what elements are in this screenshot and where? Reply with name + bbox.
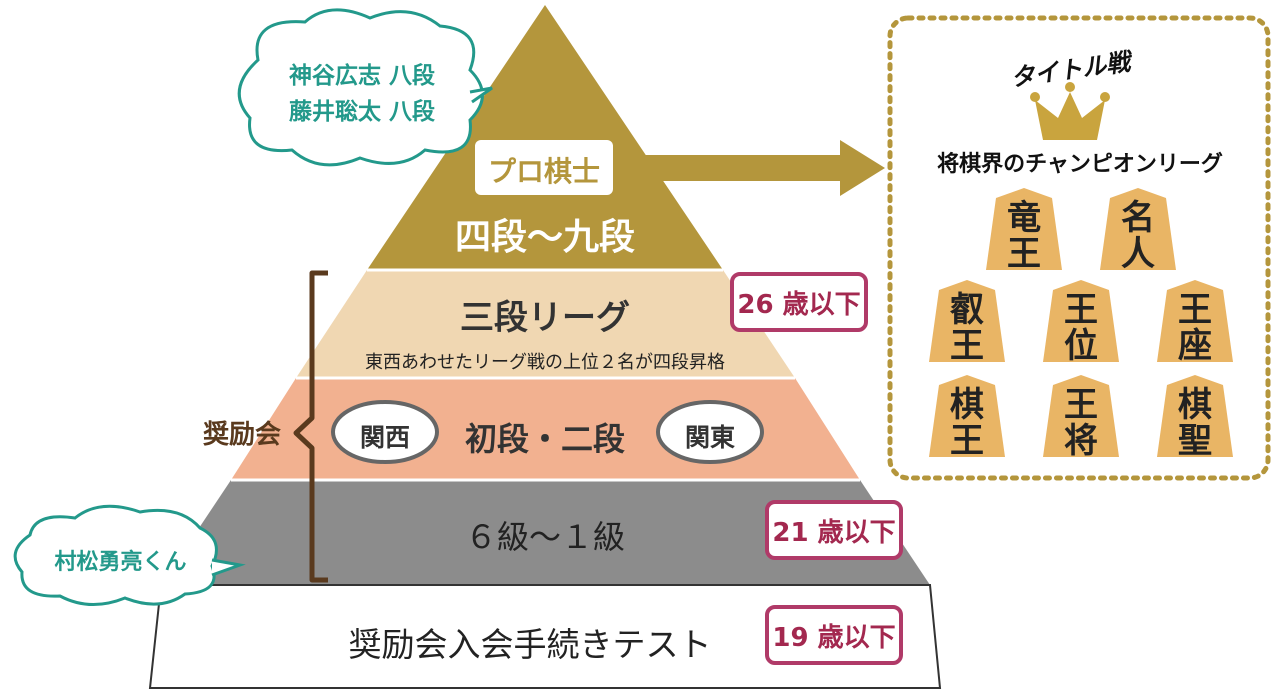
piece-kio: 棋王 bbox=[950, 385, 984, 461]
kanto-oval bbox=[656, 400, 764, 464]
shoreikai-brace bbox=[293, 270, 328, 583]
tier-pro bbox=[367, 5, 723, 270]
arrow-to-titles bbox=[630, 140, 885, 196]
pros-bubble bbox=[237, 8, 493, 167]
student-name: 村松勇亮くん bbox=[54, 550, 187, 575]
shogi-piece-icon bbox=[929, 280, 1005, 362]
titles-subheading: 将棋界のチャンピオンリーグ bbox=[937, 151, 1223, 177]
sandan-note: 東西あわせたリーグ戦の上位２名が四段昇格 bbox=[365, 352, 725, 373]
entrance-title: 奨励会入会手続きテスト bbox=[348, 625, 712, 664]
pro-name-2: 藤井聡太 八段 bbox=[288, 99, 435, 125]
shogi-piece-icon bbox=[1100, 188, 1176, 270]
piece-ryuo: 竜王 bbox=[1007, 198, 1041, 274]
pro-ranks: 四段～九段 bbox=[454, 217, 635, 258]
pro-label-box bbox=[475, 140, 613, 195]
piece-kisei: 棋聖 bbox=[1178, 385, 1212, 461]
piece-meijin: 名人 bbox=[1121, 198, 1155, 274]
piece-oi: 王位 bbox=[1064, 290, 1098, 366]
shogi-piece-icon bbox=[1157, 280, 1233, 362]
kansai-oval bbox=[331, 400, 439, 464]
shogi-piece-icon bbox=[1157, 375, 1233, 457]
shodan-title: 初段・二段 bbox=[464, 420, 625, 458]
kansai-label: 関西 bbox=[359, 423, 410, 452]
age-badge-sandan: 26 歳以下 bbox=[730, 272, 868, 332]
piece-osho: 王将 bbox=[1064, 385, 1098, 461]
kyu-title: ６級～１級 bbox=[464, 518, 625, 556]
student-bubble bbox=[13, 504, 246, 607]
crown-icon bbox=[1030, 82, 1110, 140]
shogi-piece-icon bbox=[986, 188, 1062, 270]
shogi-piece-icon bbox=[929, 375, 1005, 457]
tier-sandan bbox=[296, 270, 795, 378]
age-badge-kyu: 21 歳以下 bbox=[765, 500, 903, 560]
piece-oza: 王座 bbox=[1178, 290, 1212, 366]
shoreikai-label: 奨励会 bbox=[202, 420, 281, 450]
piece-eio: 叡王 bbox=[950, 290, 984, 366]
tier-kyu bbox=[161, 480, 930, 585]
pro-name-1: 神谷広志 八段 bbox=[288, 63, 435, 89]
shogi-piece-icon bbox=[1043, 280, 1119, 362]
age-badge-entrance: 19 歳以下 bbox=[765, 605, 903, 665]
titles-box bbox=[887, 15, 1271, 481]
kanto-label: 関東 bbox=[684, 423, 735, 452]
shogi-piece-icon bbox=[1043, 375, 1119, 457]
pro-label: プロ棋士 bbox=[487, 155, 600, 188]
tier-entrance bbox=[148, 584, 942, 689]
sandan-title: 三段リーグ bbox=[460, 298, 630, 338]
